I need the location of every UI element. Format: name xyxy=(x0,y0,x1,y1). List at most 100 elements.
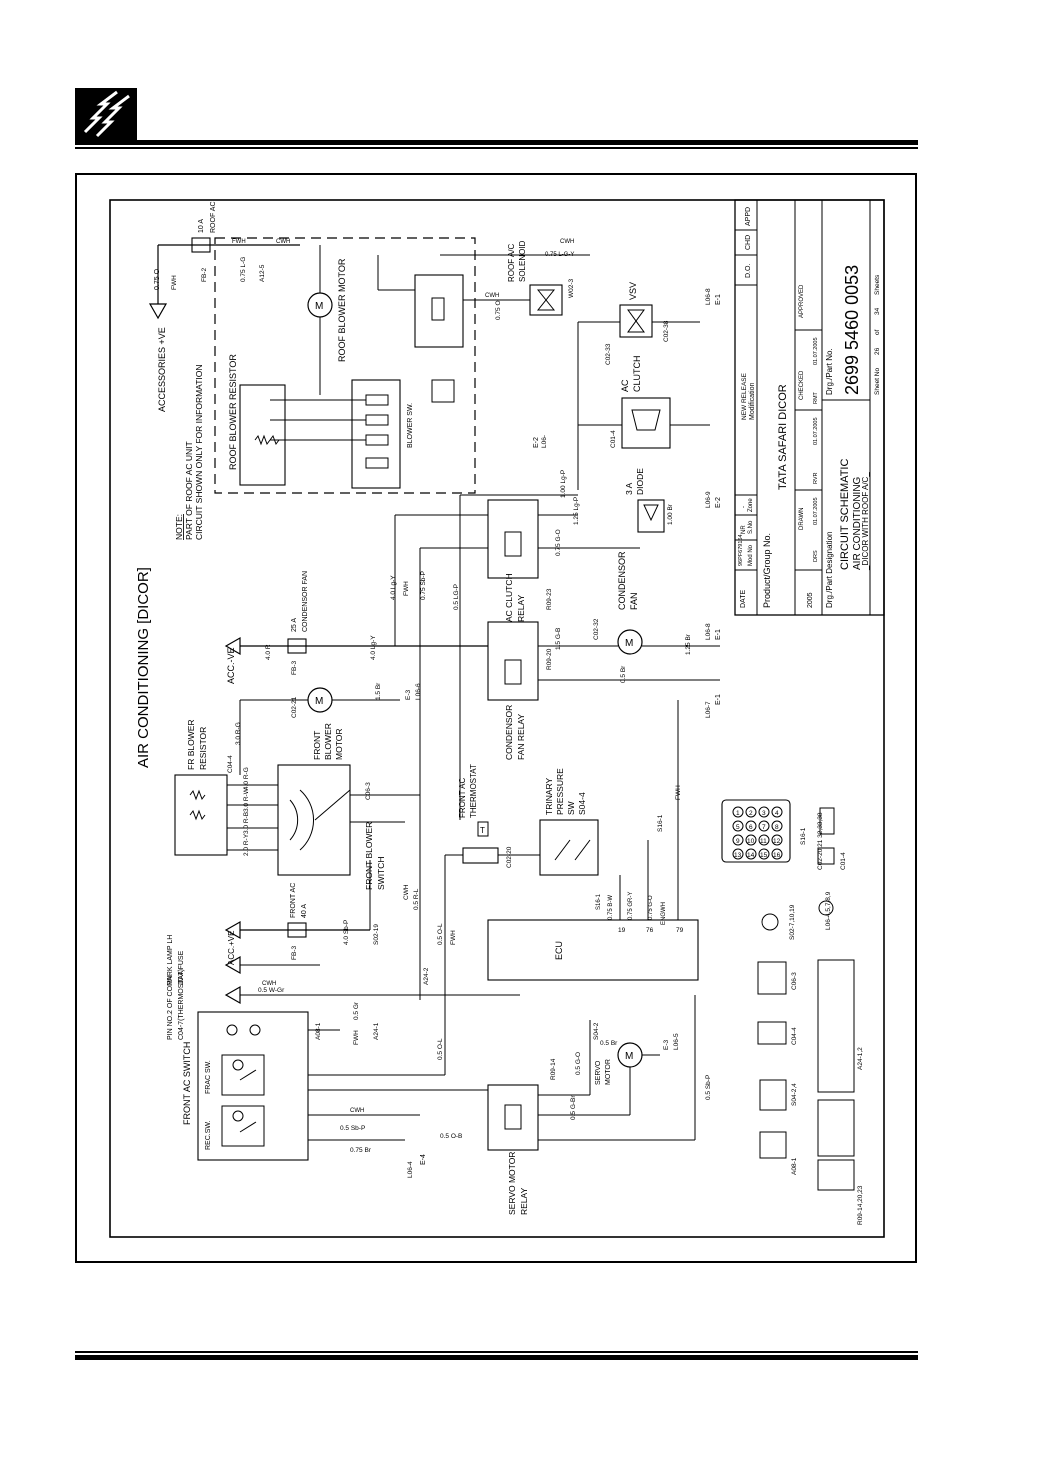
svg-text:FWH: FWH xyxy=(403,581,410,596)
svg-text:C01-4: C01-4 xyxy=(840,852,847,870)
svg-text:L06-7: L06-7 xyxy=(705,701,712,718)
svg-text:L06-4: L06-4 xyxy=(407,1161,414,1178)
svg-text:01.07.2005: 01.07.2005 xyxy=(813,337,819,365)
svg-text:8: 8 xyxy=(775,824,779,831)
svg-text:SERVO MOTOR: SERVO MOTOR xyxy=(507,1152,517,1215)
svg-text:S16-1: S16-1 xyxy=(596,893,602,910)
svg-text:of: of xyxy=(874,329,881,335)
svg-text:19: 19 xyxy=(618,927,626,934)
svg-text:S16-1: S16-1 xyxy=(657,814,664,832)
svg-text:CWH: CWH xyxy=(350,1108,364,1114)
illum-lamp-1-icon xyxy=(226,1024,238,1036)
svg-text:79: 79 xyxy=(676,927,684,934)
svg-text:0.75 GR-Y: 0.75 GR-Y xyxy=(628,892,634,920)
header-rule-thin xyxy=(75,147,918,149)
svg-text:S16-1: S16-1 xyxy=(800,827,807,845)
connector-view-c02-large xyxy=(817,1099,855,1157)
svg-text:0.5 Sb-P: 0.5 Sb-P xyxy=(340,1125,365,1132)
svg-text:S04-2: S04-2 xyxy=(593,1022,600,1040)
svg-text:C04-4: C04-4 xyxy=(227,755,234,773)
connector-view-c06 xyxy=(757,961,787,995)
svg-text:DIODE: DIODE xyxy=(635,468,645,495)
svg-text:A12-5: A12-5 xyxy=(259,264,266,282)
svg-text:1.00 Lg-P: 1.00 Lg-P xyxy=(560,470,567,498)
svg-text:ECU: ECU xyxy=(554,941,564,960)
svg-text:ACC.-VE: ACC.-VE xyxy=(226,647,236,684)
svg-text:R09-23: R09-23 xyxy=(546,588,553,610)
connector-view-r09 xyxy=(817,1159,855,1191)
svg-text:SOLENOID: SOLENOID xyxy=(518,240,527,282)
illum-lamp-2-icon xyxy=(249,1024,261,1036)
roof-blower-resistor xyxy=(239,384,286,486)
svg-text:FRONT AC SWITCH: FRONT AC SWITCH xyxy=(182,1042,192,1125)
svg-text:REC.SW.: REC.SW. xyxy=(205,1120,212,1150)
roof-ac-unit-outline xyxy=(214,237,476,494)
svg-text:1.5 G-B: 1.5 G-B xyxy=(555,628,562,650)
svg-text:_DICOR WITH ROOF A/C_: _DICOR WITH ROOF A/C_ xyxy=(861,472,870,571)
svg-text:CONDENSOR: CONDENSOR xyxy=(504,705,514,760)
svg-text:S02-19: S02-19 xyxy=(373,924,380,945)
svg-text:S04-2,4: S04-2,4 xyxy=(791,1083,798,1106)
svg-text:2005: 2005 xyxy=(807,592,814,608)
svg-text:FRONT AC: FRONT AC xyxy=(290,883,297,918)
svg-text:FB-2: FB-2 xyxy=(201,268,208,282)
svg-text:0.5 O-B: 0.5 O-B xyxy=(440,1133,462,1140)
svg-text:13: 13 xyxy=(734,852,742,859)
svg-text:4.0 Lg-Y: 4.0 Lg-Y xyxy=(370,635,377,660)
svg-text:W02-3: W02-3 xyxy=(568,278,575,298)
svg-text:6: 6 xyxy=(749,824,753,831)
lightning-bolt-icon xyxy=(75,88,137,140)
connector-view-s02 xyxy=(761,913,779,931)
svg-text:DRS: DRS xyxy=(813,550,819,562)
svg-text:3.0 R-W: 3.0 R-W xyxy=(243,787,250,812)
connector-view-s16 xyxy=(819,807,835,835)
svg-text:A08-1: A08-1 xyxy=(315,1022,322,1040)
svg-text:01.07.2005: 01.07.2005 xyxy=(813,417,819,445)
svg-text:CWH: CWH xyxy=(276,239,290,245)
roof-ac-solenoid xyxy=(529,284,563,316)
svg-text:MOTOR: MOTOR xyxy=(605,1059,612,1085)
svg-text:ROOF BLOWER MOTOR: ROOF BLOWER MOTOR xyxy=(337,258,347,362)
footer-rule-thin xyxy=(75,1351,918,1353)
svg-text:M: M xyxy=(625,638,633,649)
title-block xyxy=(734,199,885,616)
svg-text:C02-20,21 32,33,38: C02-20,21 32,33,38 xyxy=(817,812,824,870)
svg-text:E-1: E-1 xyxy=(715,629,722,640)
accessories-terminal-icon xyxy=(148,303,168,320)
front-ac-switch xyxy=(197,1011,309,1161)
svg-text:7: 7 xyxy=(762,824,766,831)
connector-view-a08 xyxy=(759,1131,787,1159)
svg-text:Drg./Part No.: Drg./Part No. xyxy=(825,348,834,395)
svg-text:Modification: Modification xyxy=(749,383,756,420)
svg-text:11: 11 xyxy=(760,838,767,845)
svg-text:TRINARY: TRINARY xyxy=(544,778,554,815)
svg-text:25 A: 25 A xyxy=(291,618,298,632)
front-blower-switch xyxy=(277,764,351,876)
svg-text:9: 9 xyxy=(736,838,740,845)
condensor-fan-fuse xyxy=(287,638,307,654)
svg-text:A24-1: A24-1 xyxy=(373,1022,380,1040)
vsv-valve xyxy=(619,304,653,338)
svg-text:16: 16 xyxy=(773,852,781,859)
condensor-fan-motor-icon xyxy=(617,629,643,655)
svg-text:C01-4: C01-4 xyxy=(610,430,617,448)
svg-text:FWH: FWH xyxy=(232,239,246,245)
svg-text:FRONT: FRONT xyxy=(312,731,322,760)
svg-text:1.00 Br: 1.00 Br xyxy=(667,503,674,525)
svg-text:E-4: E-4 xyxy=(420,1154,427,1165)
svg-text:15: 15 xyxy=(760,852,768,859)
svg-text:76: 76 xyxy=(646,927,654,934)
svg-text:0.5 W-Gr: 0.5 W-Gr xyxy=(258,987,285,994)
svg-text:L06-6: L06-6 xyxy=(415,683,422,700)
svg-text:SW: SW xyxy=(566,801,576,815)
diagram-title: AIR CONDITIONING [DICOR] xyxy=(135,567,152,768)
svg-text:A24-1,2: A24-1,2 xyxy=(857,1047,864,1070)
svg-text:FAN RELAY: FAN RELAY xyxy=(516,714,526,760)
svg-text:L06-9: L06-9 xyxy=(705,491,712,508)
svg-text:0.5 G-Br: 0.5 G-Br xyxy=(570,1095,577,1120)
connector-view-s04 xyxy=(759,1079,787,1111)
svg-text:CWH: CWH xyxy=(403,884,410,900)
connector-view-c01 xyxy=(817,847,835,865)
svg-text:1.25 Lg-P: 1.25 Lg-P xyxy=(573,497,580,525)
footer-rule-thick xyxy=(75,1355,918,1360)
